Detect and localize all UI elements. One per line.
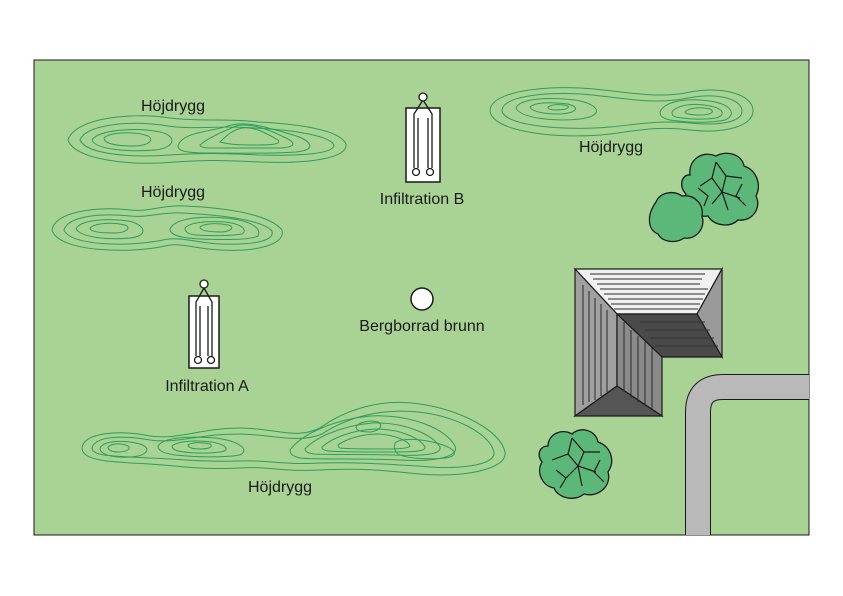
ridge-bottom: [81, 401, 506, 476]
ridge-label: Höjdrygg: [141, 184, 205, 201]
infiltration-b-icon: [405, 92, 441, 183]
ridge-top-left: [67, 115, 347, 164]
ridge-top-right: [489, 87, 754, 137]
tree-icon: [648, 191, 704, 243]
ridge-label: Höjdrygg: [141, 98, 205, 115]
ridge-label: Höjdrygg: [579, 139, 643, 156]
well-icon: [410, 287, 434, 311]
infiltration-b-label: Infiltration B: [380, 191, 464, 208]
infiltration-a-label: Infiltration A: [165, 378, 249, 395]
well-label: Bergborrad brunn: [359, 318, 484, 335]
ridge-mid-left: [51, 205, 283, 251]
house-roof-icon: [573, 266, 724, 418]
tree-icon: [538, 429, 613, 499]
ridge-label: Höjdrygg: [248, 479, 312, 496]
infiltration-a-icon: [188, 279, 220, 369]
road-surface: [686, 375, 809, 535]
